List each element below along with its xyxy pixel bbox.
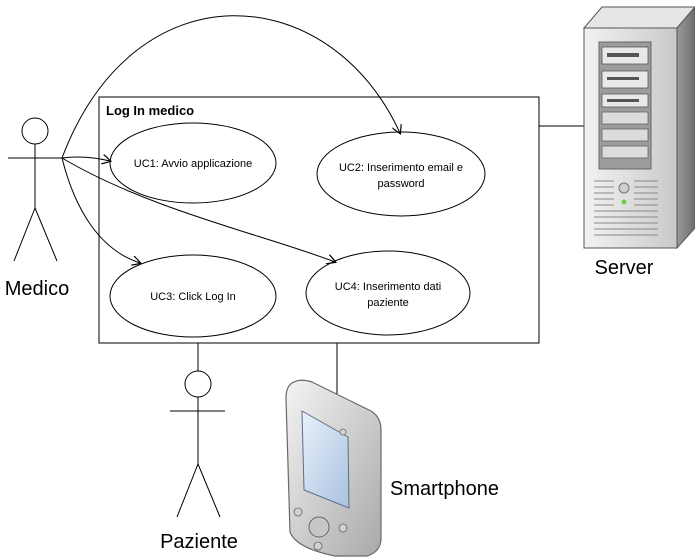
use-case-uc2-label-line1: UC2: Inserimento email e bbox=[339, 162, 463, 174]
server-icon[interactable] bbox=[582, 6, 695, 250]
arrow-to-uc3 bbox=[61, 157, 140, 263]
use-case-uc2[interactable]: UC2: Inserimento email e password bbox=[316, 131, 486, 217]
use-case-uc4-label-line2: paziente bbox=[367, 297, 409, 309]
paziente-label: Paziente bbox=[160, 531, 238, 553]
arrow-to-uc4 bbox=[61, 157, 335, 262]
use-case-uc4-label-line1: UC4: Inserimento dati bbox=[335, 281, 441, 293]
smartphone-label: Smartphone bbox=[390, 478, 499, 500]
arrow-to-uc2 bbox=[61, 15, 400, 159]
system-boundary-title: Log In medico bbox=[106, 103, 194, 118]
smartphone-icon[interactable] bbox=[285, 379, 382, 557]
medico-arrows bbox=[61, 15, 400, 263]
server-label: Server bbox=[595, 257, 654, 279]
use-case-uc1[interactable]: UC1: Avvio applicazione bbox=[109, 122, 277, 204]
medico-actor[interactable] bbox=[8, 117, 62, 262]
use-case-uc2-label-line2: password bbox=[377, 178, 424, 190]
paziente-actor[interactable] bbox=[170, 370, 225, 518]
paziente-head bbox=[184, 370, 212, 398]
use-case-uc3[interactable]: UC3: Click Log In bbox=[109, 254, 277, 338]
medico-label: Medico bbox=[5, 278, 69, 300]
use-case-uc1-label: UC1: Avvio applicazione bbox=[134, 158, 252, 170]
arrow-to-uc1 bbox=[61, 157, 110, 161]
use-case-uc4[interactable]: UC4: Inserimento dati paziente bbox=[305, 250, 471, 336]
use-case-uc3-label: UC3: Click Log In bbox=[150, 291, 236, 303]
medico-head bbox=[21, 117, 49, 145]
